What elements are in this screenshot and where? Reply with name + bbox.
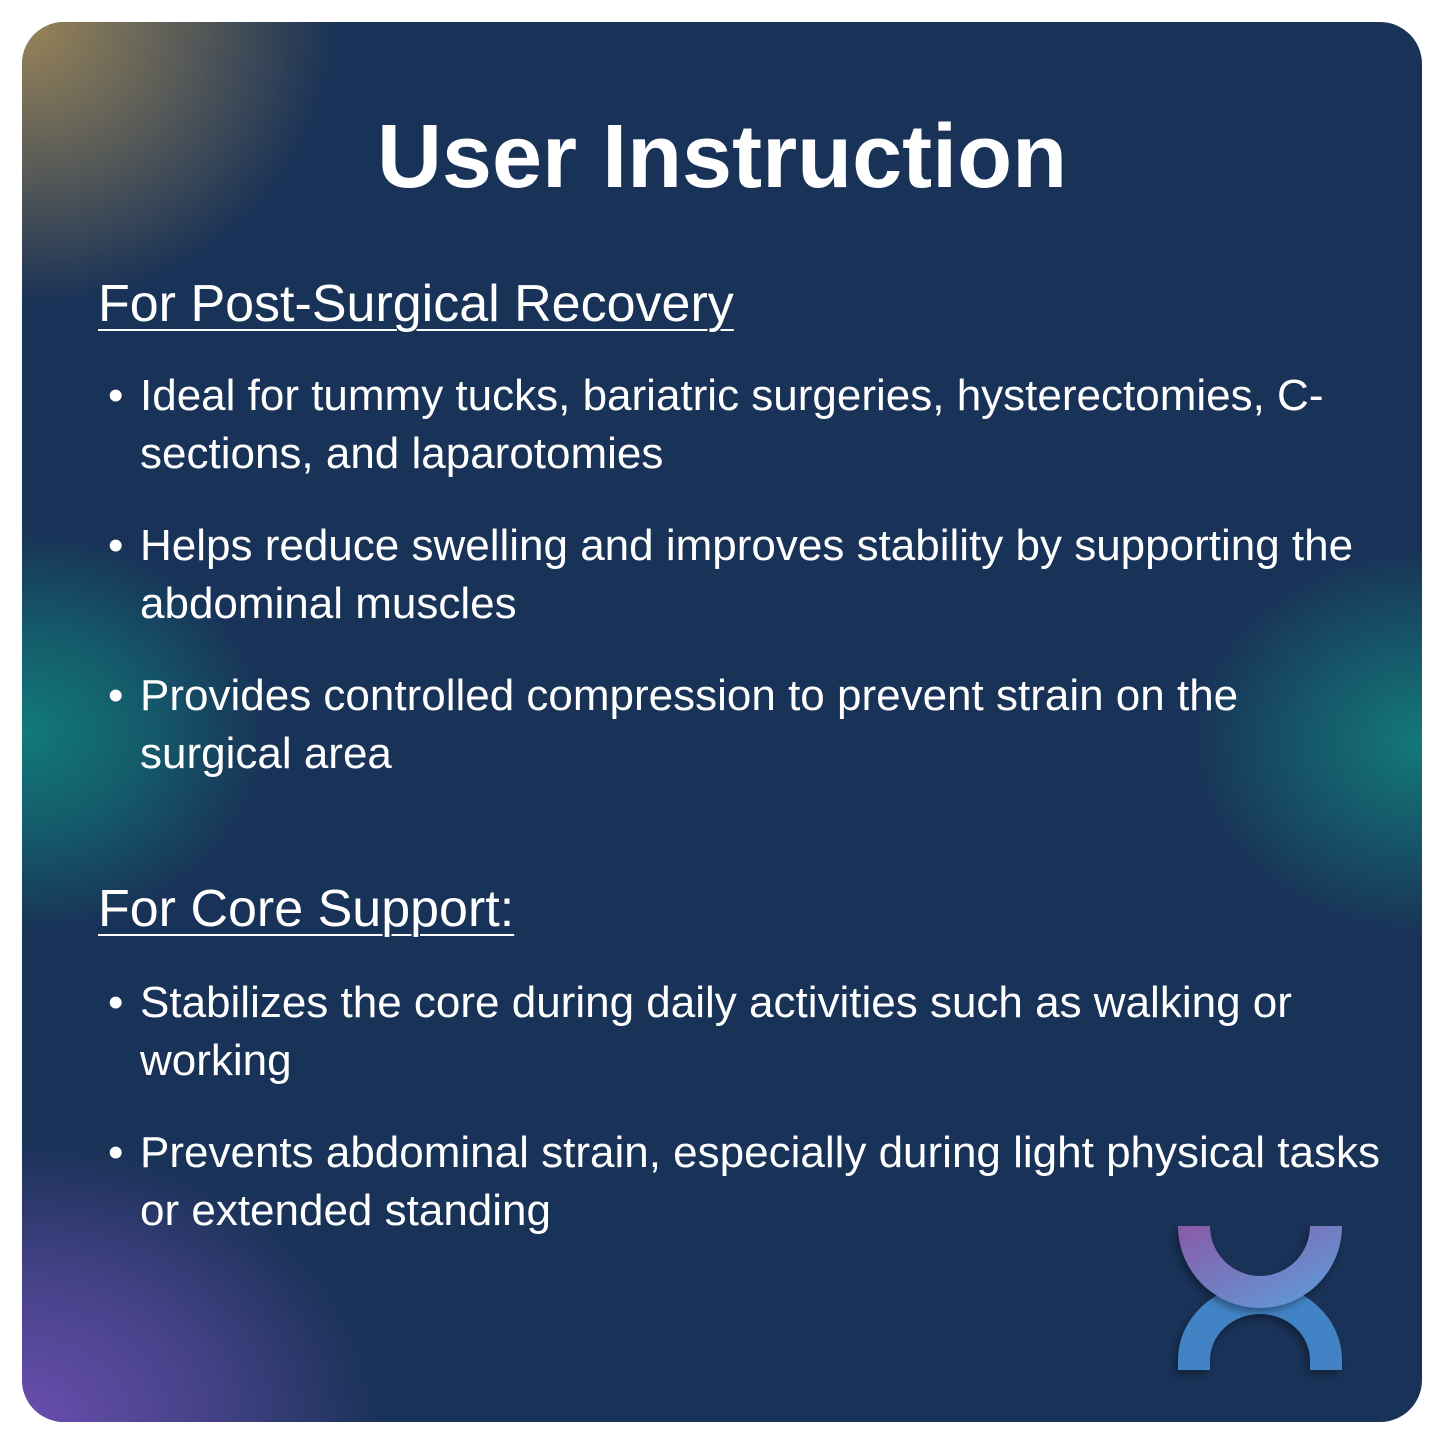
instruction-card: User Instruction For Post-Surgical Recov…	[22, 22, 1422, 1422]
list-item: • Prevents abdominal strain, especially d…	[102, 1124, 1392, 1240]
item-text: Helps reduce swelling and improves stabi…	[140, 521, 1354, 628]
core-support-list: • Stabilizes the core during daily activi…	[102, 974, 1392, 1274]
bullet-icon: •	[108, 978, 124, 1027]
item-text: Provides controlled compression to preve…	[140, 671, 1239, 778]
bullet-icon: •	[108, 521, 124, 570]
list-item: • Ideal for tummy tucks, bariatric surger…	[102, 367, 1392, 483]
list-item: • Stabilizes the core during daily activi…	[102, 974, 1392, 1090]
section-heading-core-support: For Core Support:	[98, 880, 515, 938]
list-item: • Provides controlled compression to prev…	[102, 667, 1392, 783]
brand-logo-icon	[1178, 1226, 1342, 1370]
bullet-icon: •	[108, 371, 124, 420]
list-item: • Helps reduce swelling and improves stab…	[102, 517, 1392, 633]
item-text: Stabilizes the core during daily activit…	[140, 978, 1292, 1085]
bullet-icon: •	[108, 1128, 124, 1177]
gold-glow	[22, 22, 542, 482]
page-title: User Instruction	[376, 107, 1068, 207]
item-text: Ideal for tummy tucks, bariatric surgeri…	[140, 371, 1324, 478]
logo-lower-arch	[1178, 1284, 1342, 1370]
item-text: Prevents abdominal strain, especially du…	[140, 1128, 1380, 1235]
teal-glow-right	[1062, 492, 1422, 992]
purple-glow	[22, 1002, 582, 1422]
bullet-icon: •	[108, 671, 124, 720]
teal-glow-left	[22, 472, 382, 992]
logo-upper-arch	[1178, 1226, 1342, 1308]
section-heading-post-surgical: For Post-Surgical Recovery	[98, 275, 734, 333]
post-surgical-list: • Ideal for tummy tucks, bariatric surger…	[102, 367, 1392, 817]
